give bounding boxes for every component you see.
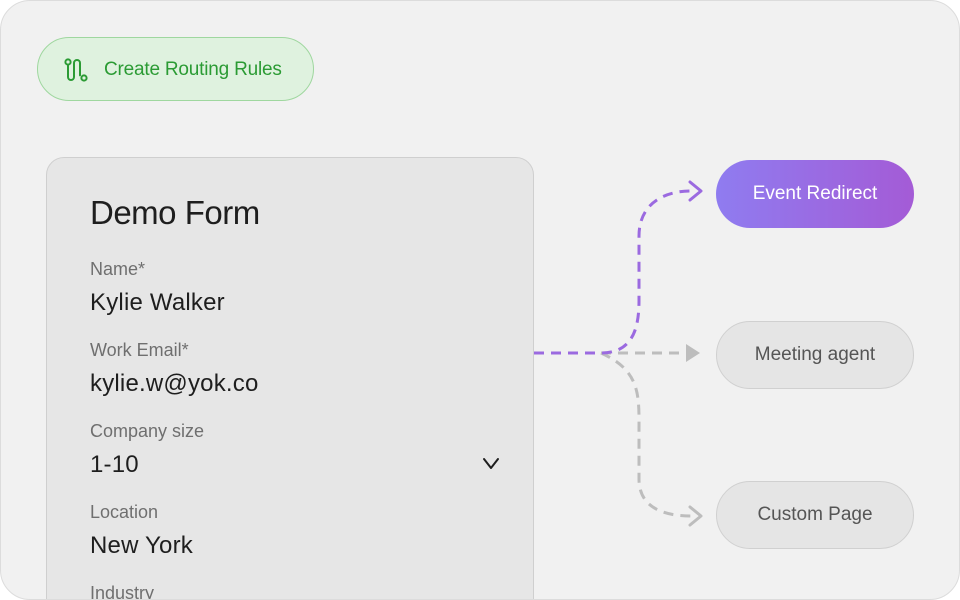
location-field[interactable]: Location New York [90, 501, 500, 561]
name-field-value: Kylie Walker [90, 289, 225, 316]
route-line-custom-page [600, 351, 692, 518]
destination-event-redirect[interactable]: Event Redirect [716, 160, 914, 228]
work-email-field[interactable]: Work Email* kylie.w@yok.co [90, 339, 500, 399]
location-field-value: New York [90, 532, 193, 559]
create-routing-rules-label: Create Routing Rules [104, 59, 282, 80]
company-size-label: Company size [90, 421, 205, 441]
company-size-select[interactable]: Company size 1-10 [90, 420, 500, 480]
arrow-head-meeting-agent [686, 344, 700, 362]
industry-field-label: Industry [90, 583, 155, 600]
arrow-head-custom-page [688, 505, 703, 527]
route-line-event-redirect [534, 189, 692, 355]
work-email-field-value: kylie.w@yok.co [90, 370, 259, 397]
arrow-head-event-redirect [688, 180, 703, 202]
name-field[interactable]: Name* Kylie Walker [90, 258, 500, 318]
location-field-label: Location [90, 502, 159, 522]
route-icon [64, 58, 88, 82]
destination-meeting-agent[interactable]: Meeting agent [716, 321, 914, 389]
company-size-value: 1-10 [90, 451, 139, 478]
name-field-label: Name* [90, 259, 146, 279]
work-email-field-label: Work Email* [90, 340, 189, 360]
industry-field[interactable]: Industry [90, 582, 500, 600]
demo-form-card: Demo Form Name* Kylie Walker Work Email*… [46, 157, 534, 600]
chevron-down-icon[interactable] [482, 457, 500, 471]
form-title: Demo Form [90, 194, 260, 231]
destination-custom-page[interactable]: Custom Page [716, 481, 914, 549]
create-routing-rules-button[interactable]: Create Routing Rules [37, 37, 314, 101]
